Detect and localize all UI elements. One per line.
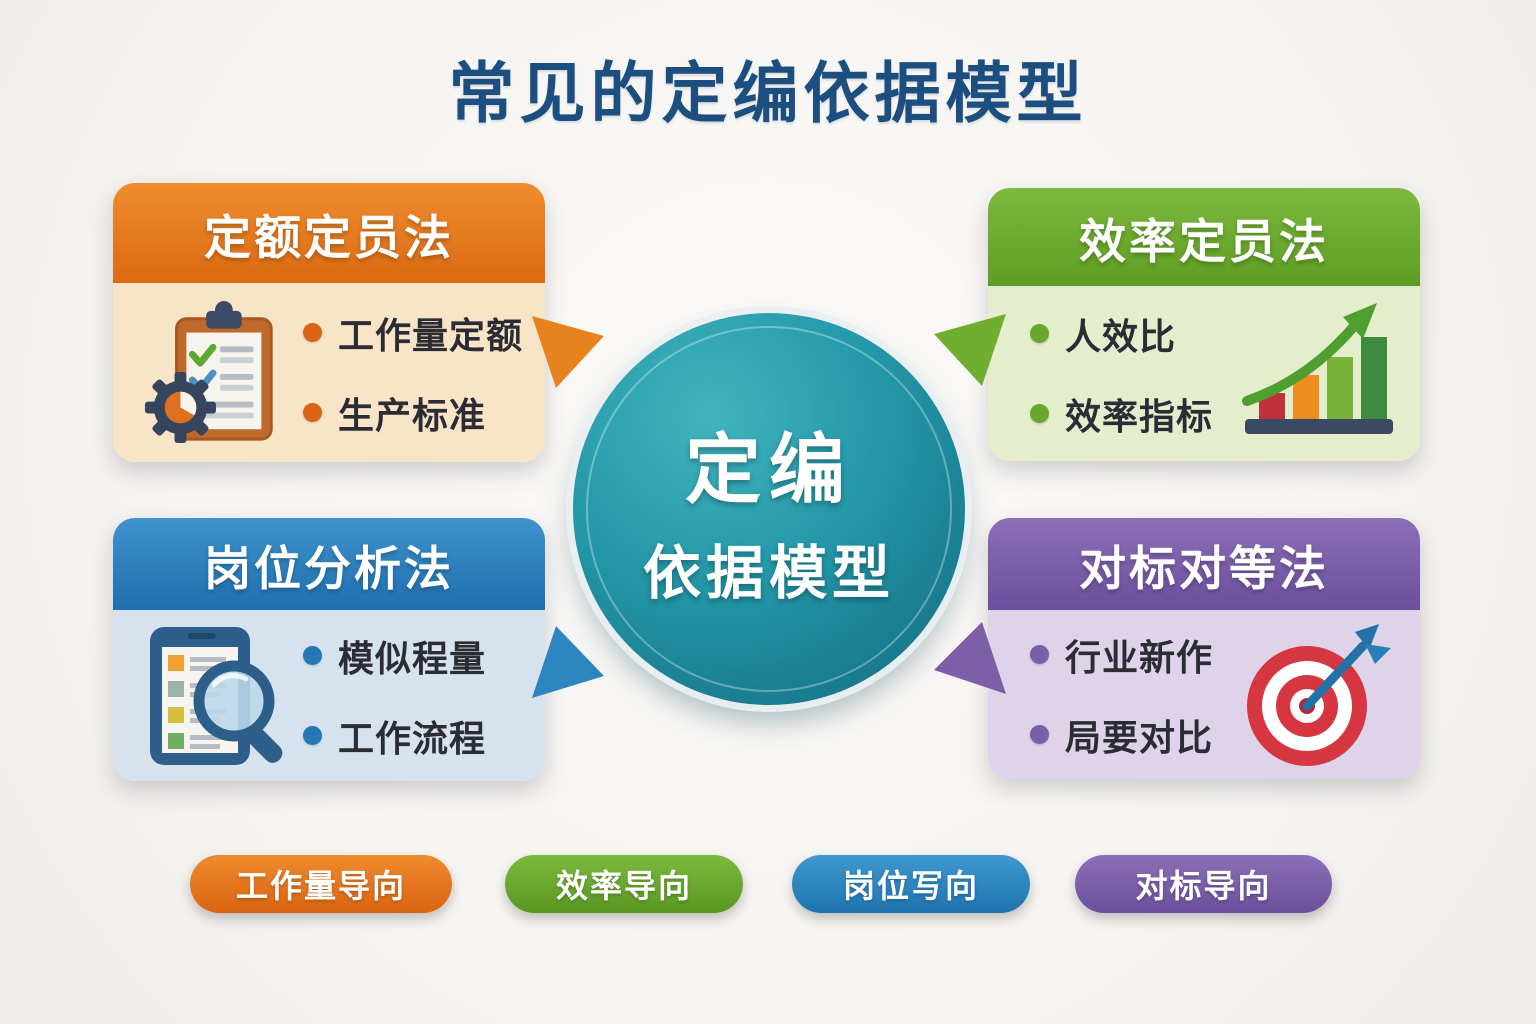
green-arrow-up-right-icon — [934, 314, 1006, 386]
blue-arrow-down-left-icon — [532, 626, 604, 698]
bullet-text: 人效比 — [1065, 315, 1177, 357]
pill-benchmark-oriented: 对标导向 — [1075, 855, 1332, 913]
pill-efficiency-oriented: 效率导向 — [505, 855, 743, 913]
bullet-dot-icon — [303, 726, 322, 745]
bullet-text: 模似程量 — [338, 637, 487, 679]
card-efficiency-bullets: 人效比 效率指标 — [1030, 308, 1230, 440]
bullet-dot-icon — [303, 323, 322, 342]
card-position-analysis: 岗位分析法 — [113, 518, 545, 781]
pill-position-oriented: 岗位写向 — [792, 855, 1030, 913]
pill-label: 对标导向 — [1135, 868, 1272, 904]
card-efficiency-staffing: 效率定员法 人效比 — [988, 188, 1420, 461]
bullet-item: 模似程量 — [303, 630, 529, 682]
bullet-item: 局要对比 — [1030, 709, 1230, 761]
card-benchmark: 对标对等法 行业新作 — [988, 518, 1420, 779]
bullet-item: 生产标准 — [303, 387, 529, 439]
bullet-dot-icon — [1030, 645, 1049, 664]
card-quota-header: 定额定员法 — [113, 183, 545, 283]
bullet-item: 工作量定额 — [303, 307, 529, 359]
bullet-item: 工作流程 — [303, 710, 529, 762]
bullet-dot-icon — [1030, 324, 1049, 343]
card-quota-title: 定额定员法 — [204, 210, 454, 264]
card-efficiency-header: 效率定员法 — [988, 188, 1420, 286]
center-title-line1: 定编 — [685, 428, 853, 513]
card-quota-body: 工作量定额 生产标准 — [113, 283, 545, 462]
bullet-text: 行业新作 — [1065, 636, 1214, 678]
card-benchmark-title: 对标对等法 — [1079, 541, 1329, 595]
card-position-title: 岗位分析法 — [204, 541, 454, 595]
bullet-text: 工作量定额 — [338, 314, 524, 356]
clipboard-checklist-gear-icon — [129, 299, 299, 447]
pill-label: 岗位写向 — [842, 868, 979, 904]
purple-arrow-down-right-icon — [934, 622, 1006, 694]
card-position-bullets: 模似程量 工作流程 — [303, 630, 529, 762]
bullet-item: 行业新作 — [1030, 629, 1230, 681]
pill-label: 工作量导向 — [235, 868, 406, 904]
card-position-body: 模似程量 工作流程 — [113, 610, 545, 781]
bullet-dot-icon — [303, 646, 322, 665]
bullet-text: 生产标准 — [338, 394, 487, 436]
rising-bar-chart-icon — [1234, 299, 1404, 449]
card-benchmark-header: 对标对等法 — [988, 518, 1420, 610]
center-model-circle: 定编 依据模型 — [573, 313, 965, 705]
page-title: 常见的定编依据模型 — [448, 56, 1088, 130]
bullet-text: 工作流程 — [338, 717, 487, 759]
orange-arrow-up-left-icon — [532, 316, 604, 388]
bullet-dot-icon — [303, 403, 322, 422]
card-efficiency-title: 效率定员法 — [1079, 214, 1329, 268]
bullet-dot-icon — [1030, 404, 1049, 423]
card-quota-staffing: 定额定员法 — [113, 183, 545, 462]
card-quota-bullets: 工作量定额 生产标准 — [303, 307, 529, 439]
card-efficiency-body: 人效比 效率指标 — [988, 286, 1420, 461]
bullet-item: 效率指标 — [1030, 388, 1230, 440]
tablet-checklist-magnifier-icon — [129, 621, 299, 771]
bullet-item: 人效比 — [1030, 308, 1230, 360]
center-title-line2: 依据模型 — [642, 541, 895, 606]
target-with-dart-icon — [1234, 620, 1404, 770]
bullet-text: 局要对比 — [1065, 716, 1214, 758]
pill-workload-oriented: 工作量导向 — [190, 855, 452, 913]
bullet-text: 效率指标 — [1065, 395, 1214, 437]
card-benchmark-body: 行业新作 局要对比 — [988, 610, 1420, 779]
card-position-header: 岗位分析法 — [113, 518, 545, 610]
pill-label: 效率导向 — [555, 868, 692, 904]
card-benchmark-bullets: 行业新作 局要对比 — [1030, 629, 1230, 761]
bullet-dot-icon — [1030, 725, 1049, 744]
